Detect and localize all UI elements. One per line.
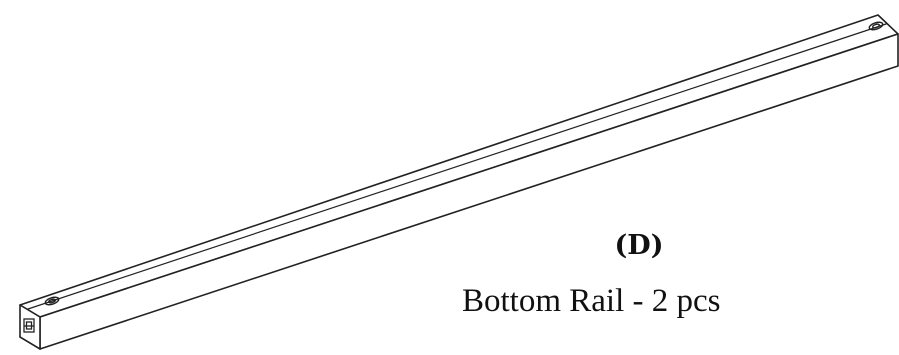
right-hole (868, 21, 884, 31)
rail-groove-line (27, 23, 887, 310)
part-code: (D) (614, 230, 664, 261)
rail-bottom-edge (19, 336, 41, 350)
end-bracket (23, 318, 35, 333)
part-label: Bottom Rail - 2 pcs (462, 283, 721, 319)
left-hole (44, 296, 60, 306)
